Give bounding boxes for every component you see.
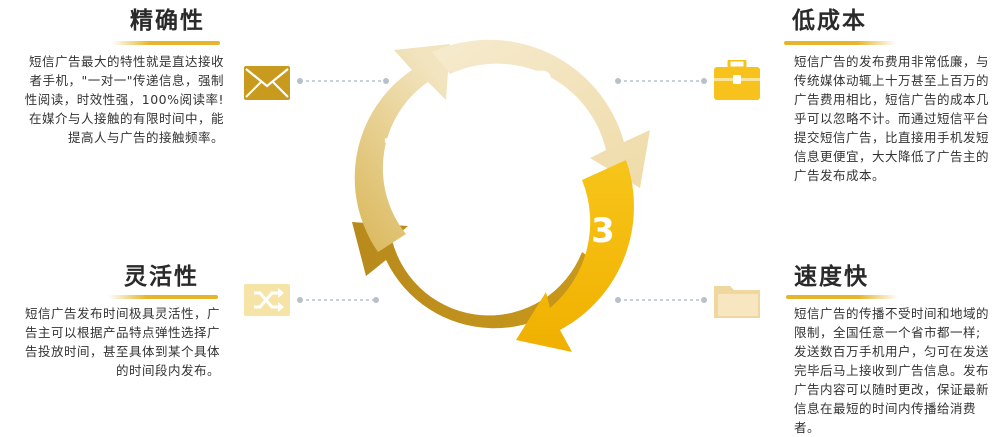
desc-low-cost: 短信广告的发布费用非常低廉，与传统媒体动辄上十万甚至上百万的广告费用相比，短信广… xyxy=(794,54,990,183)
cycle-diagram: 1 2 3 4 xyxy=(352,39,650,352)
cycle-segment-1 xyxy=(354,44,450,252)
envelope-icon xyxy=(244,66,290,104)
cycle-segment-3 xyxy=(516,160,634,352)
cycle-number-2: 2 xyxy=(530,65,554,105)
cycle-number-4: 4 xyxy=(446,279,470,319)
cycle-number-3: 3 xyxy=(591,211,615,251)
briefcase-icon xyxy=(714,58,760,104)
title-flexibility: 灵活性 xyxy=(124,264,199,290)
title-low-cost: 低成本 xyxy=(792,8,867,34)
connector-accuracy xyxy=(297,78,389,84)
underline-speed xyxy=(786,295,898,299)
title-accuracy: 精确性 xyxy=(130,8,205,34)
desc-accuracy: 短信广告最大的特性就是直达接收者手机，"一对一"传递信息，强制性阅读，时效性强，… xyxy=(24,54,224,145)
connector-flexibility xyxy=(297,297,379,303)
underline-accuracy xyxy=(112,41,220,45)
underline-low-cost xyxy=(784,41,896,45)
title-speed: 速度快 xyxy=(794,264,869,290)
connector-speed xyxy=(615,297,707,303)
connector-low-cost xyxy=(615,78,707,84)
desc-flexibility: 短信广告发布时间极具灵活性，广告主可以根据产品特点弹性选择广告投放时间，甚至具体… xyxy=(24,306,220,378)
underline-flexibility xyxy=(108,295,218,299)
shuffle-icon xyxy=(244,284,290,320)
folder-icon xyxy=(714,282,762,322)
cycle-number-1: 1 xyxy=(381,131,405,171)
desc-speed: 短信广告的传播不受时间和地域的限制，全国任意一个省市都一样;发送数百万手机用户，… xyxy=(794,306,990,435)
